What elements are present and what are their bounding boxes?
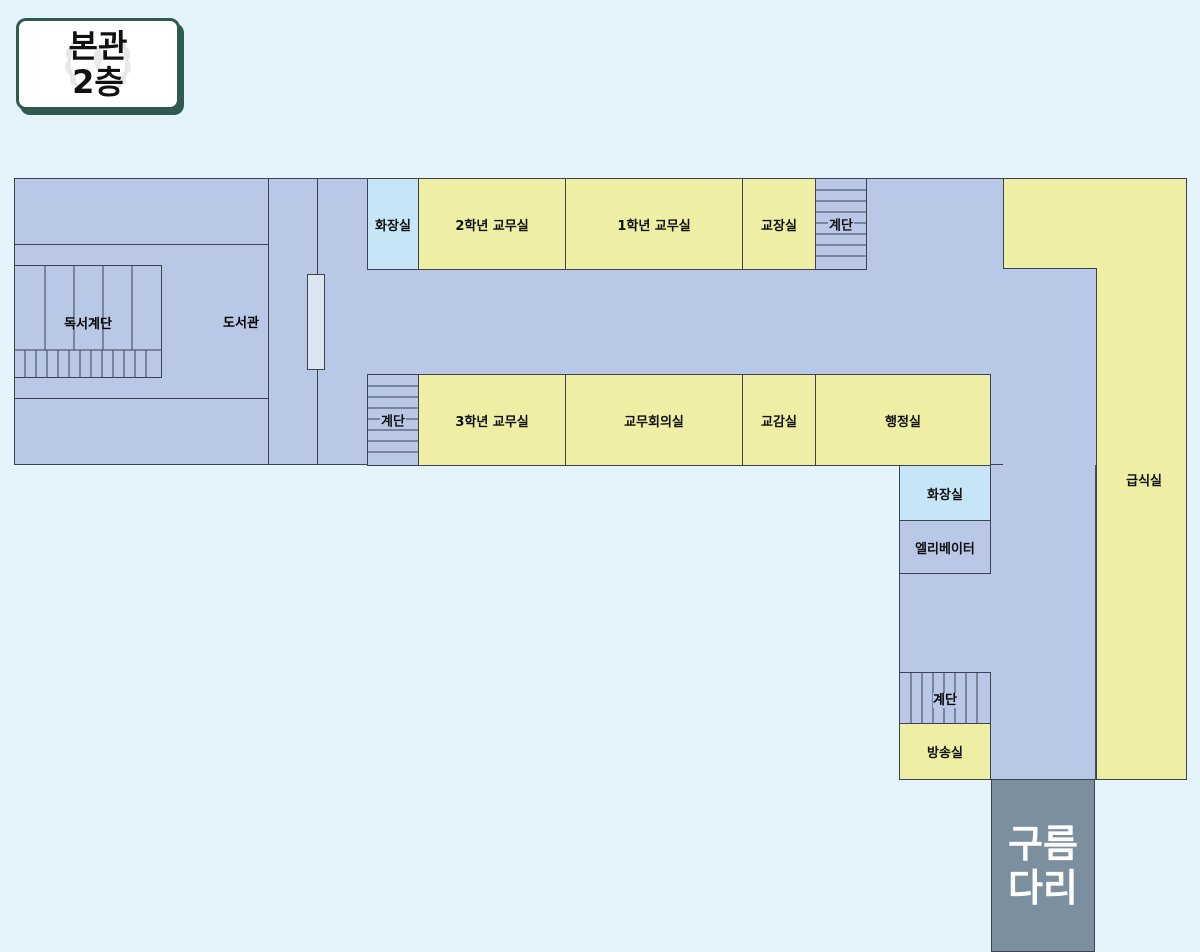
badge-building: 본관 (68, 27, 128, 65)
grade1-office: 1학년 교무실 (565, 178, 743, 270)
floor-badge: 본관 2층 (16, 18, 180, 110)
library-label: 도서관 (223, 316, 259, 331)
stairs-top-label: 계단 (828, 218, 854, 234)
library-bottom-shelf (14, 398, 269, 465)
corridor-east-section (1003, 268, 1096, 465)
sky-bridge: 구름 다리 (991, 779, 1095, 952)
laurel-emblem-icon (65, 41, 131, 90)
grade3-office: 3학년 교무실 (418, 374, 566, 466)
stairs-bottom-label: 계단 (933, 693, 957, 708)
cafeteria-outline-left (1003, 178, 1004, 269)
stairs-top: 계단 (815, 178, 867, 270)
stairs-mid-label: 계단 (380, 414, 406, 430)
broadcast-room: 방송실 (899, 723, 991, 780)
sky-bridge-line2: 다리 (1008, 865, 1078, 910)
cafeteria-outline-inner (1003, 268, 1096, 269)
grade2-office: 2학년 교무실 (418, 178, 566, 270)
vice-principal-office: 교감실 (742, 374, 816, 466)
restroom-right: 화장실 (899, 465, 991, 521)
library-door (307, 274, 325, 370)
reading-stairs-label: 독서계단 (64, 317, 112, 332)
reading-stairs: 독서계단 (14, 265, 162, 378)
reading-stairs-steps-icon (15, 266, 161, 377)
library-top-shelf (14, 178, 269, 245)
stairs-bottom: 계단 (899, 672, 991, 724)
elevator: 엘리베이터 (899, 520, 991, 574)
restroom-top: 화장실 (367, 178, 419, 270)
principal-office: 교장실 (742, 178, 816, 270)
faculty-meeting-room: 교무회의실 (565, 374, 743, 466)
stairs-mid: 계단 (367, 374, 419, 466)
sky-bridge-line1: 구름 (1008, 821, 1078, 866)
admin-office: 행정실 (815, 374, 991, 466)
cafeteria-outline-vertical (1096, 268, 1097, 780)
badge-floor: 2층 (72, 63, 124, 101)
